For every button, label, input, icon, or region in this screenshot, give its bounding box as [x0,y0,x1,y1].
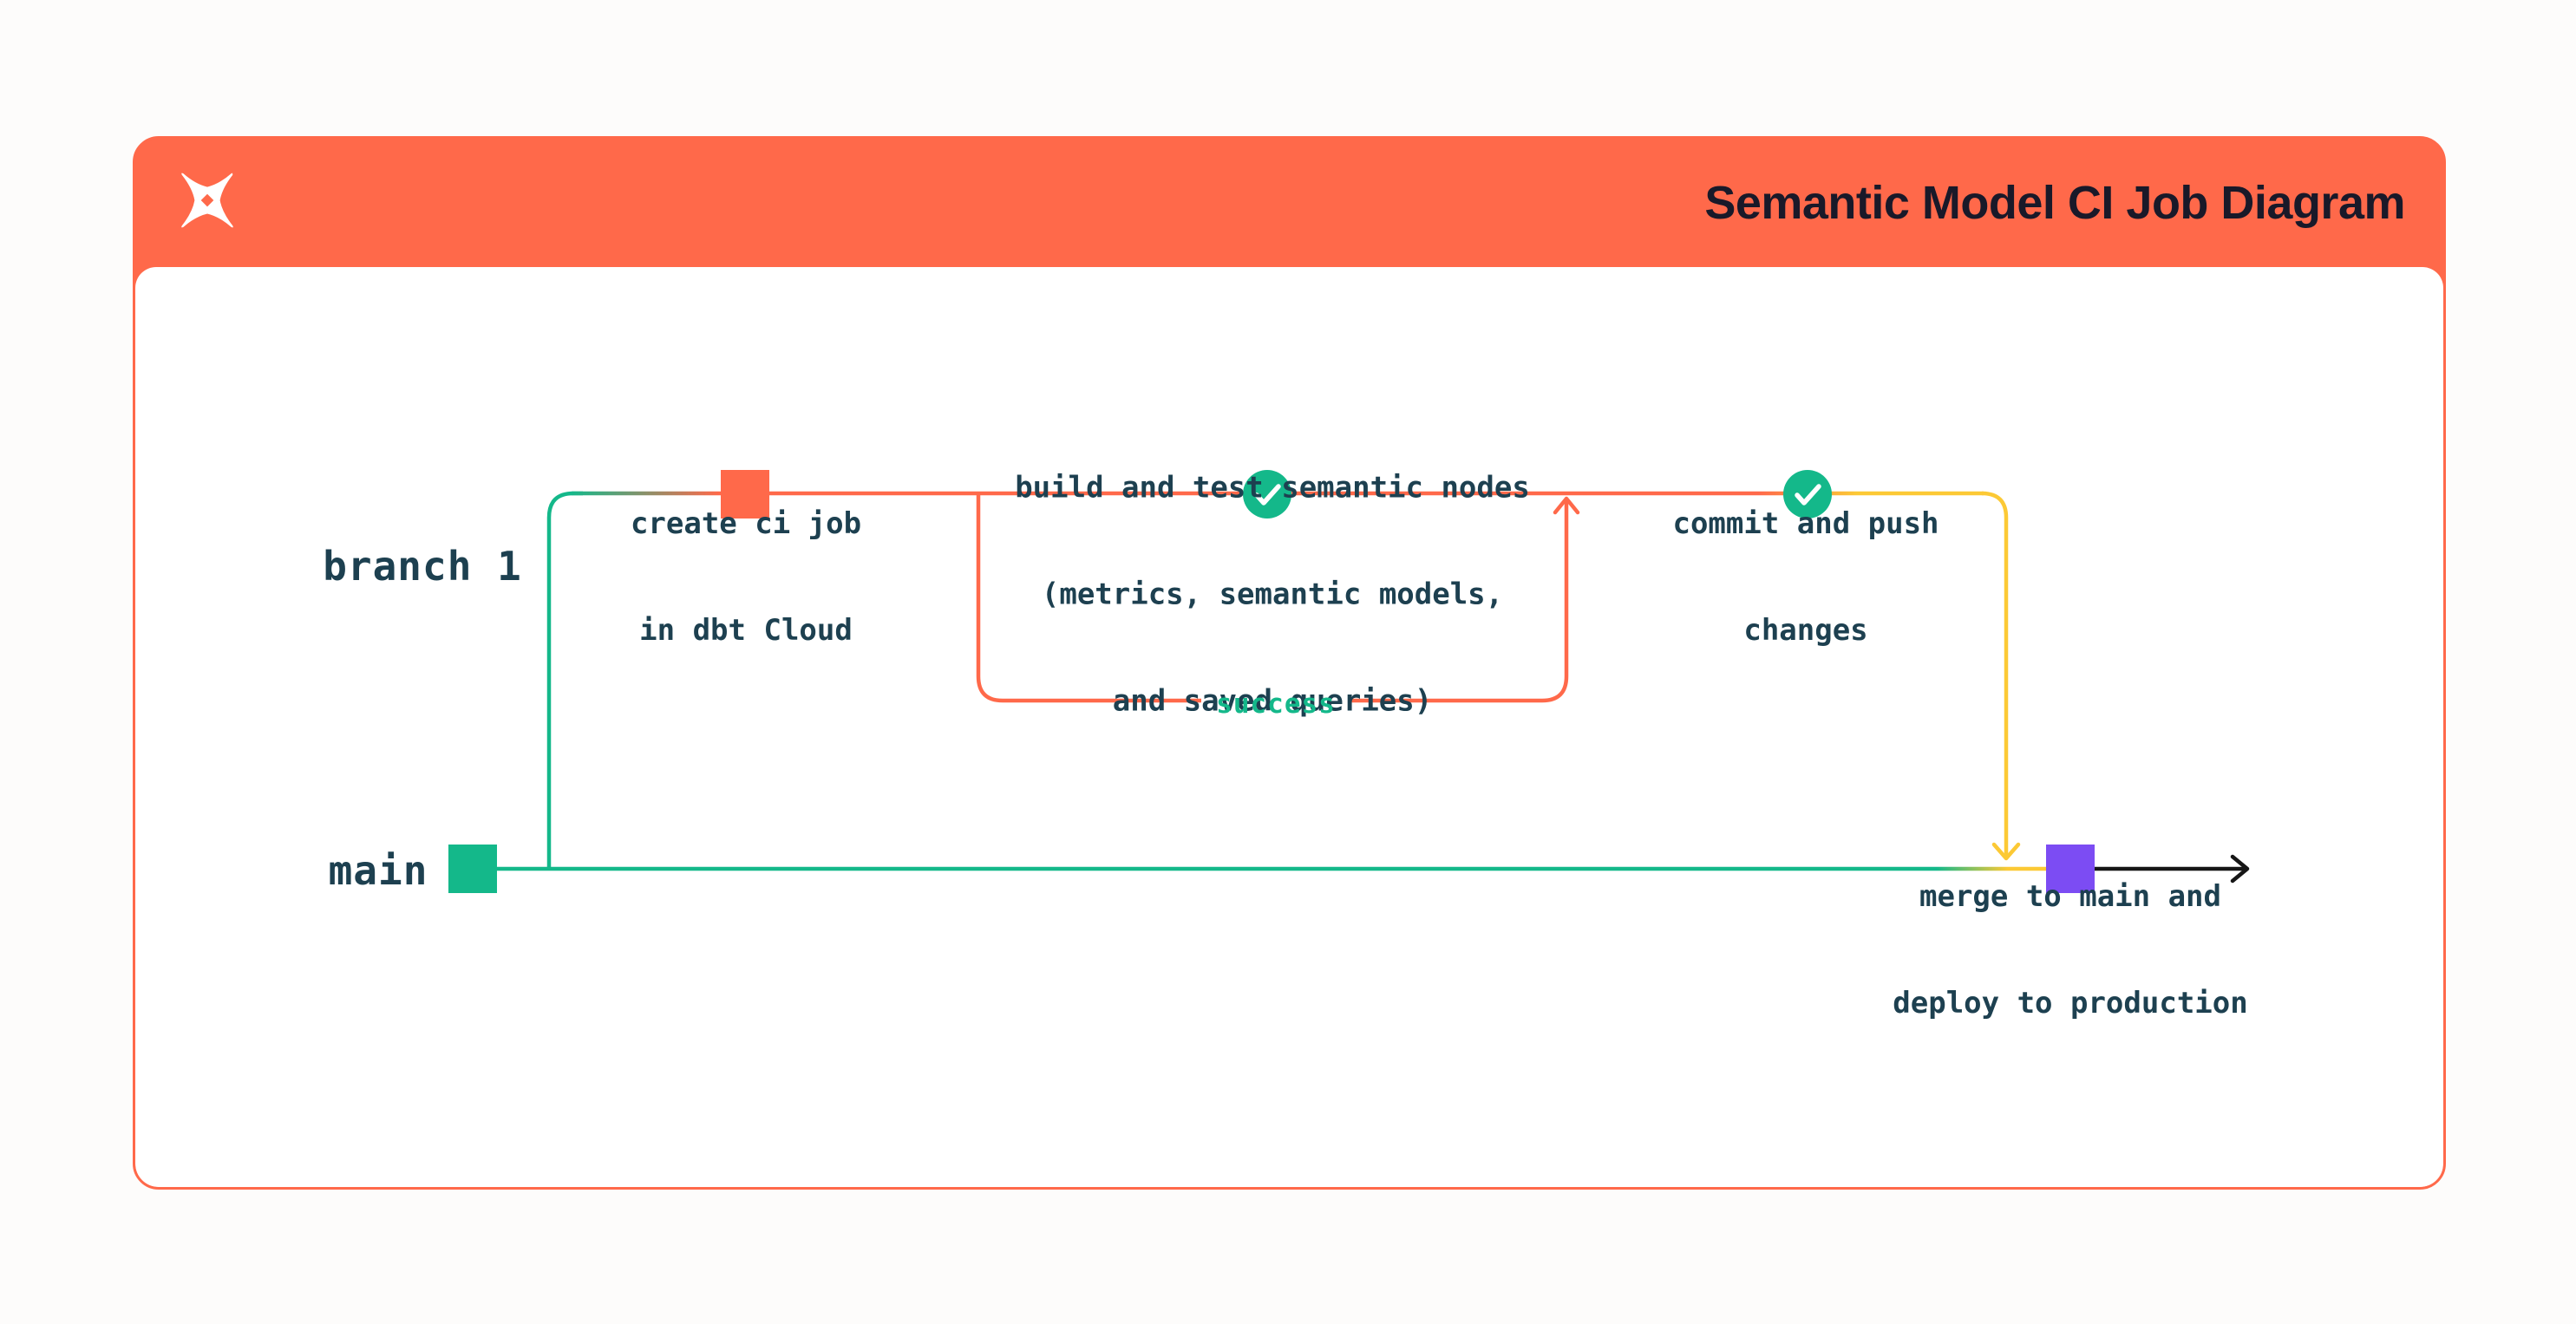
main-start-commit-square [448,845,497,893]
success-up-arrow-icon [1553,496,1580,515]
commit-push-node-label: commit and push changes [1672,435,1939,720]
card-body [135,267,2443,1187]
main-label: main [328,847,428,894]
merge-commit-square [2046,845,2095,893]
success-loop-left [976,495,1201,703]
build-test-line1: build and test semantic nodes [1015,470,1530,505]
commit-push-line1: commit and push [1672,506,1939,541]
branch1-riser-line [546,491,583,869]
build-test-line2: (metrics, semantic models, [1041,577,1504,612]
build-test-line3: and saved queries) [1112,683,1433,719]
merge-down-arrow-icon [1991,842,2021,861]
create-ci-node-label: create ci job in dbt Cloud [631,435,861,720]
merge-node-label: merge to main and deploy to production [1893,808,2247,1092]
merge-line2: deploy to production [1893,986,2248,1021]
success-edge-label: success [1216,688,1336,720]
create-ci-commit-square [721,470,769,519]
branch1-label: branch 1 [323,543,522,590]
build-test-check-icon [1243,470,1291,519]
create-ci-line1: create ci job [630,506,862,541]
create-ci-line2: in dbt Cloud [639,613,853,648]
deploy-arrow-head-icon [2230,854,2250,884]
card-header: Semantic Model CI Job Diagram [135,139,2443,267]
commit-push-line2: changes [1743,613,1868,648]
merge-line1: merge to main and [1919,879,2221,914]
page-title: Semantic Model CI Job Diagram [1704,177,2405,229]
success-loop-right [1349,500,1569,703]
build-test-node-label: build and test semantic nodes (metrics, … [1015,400,1530,791]
dbt-logo-icon [181,173,233,228]
diagram-card: Semantic Model CI Job Diagram [133,136,2446,1190]
branch1-merge-line [1981,491,2009,858]
commit-push-check-icon [1783,470,1832,519]
